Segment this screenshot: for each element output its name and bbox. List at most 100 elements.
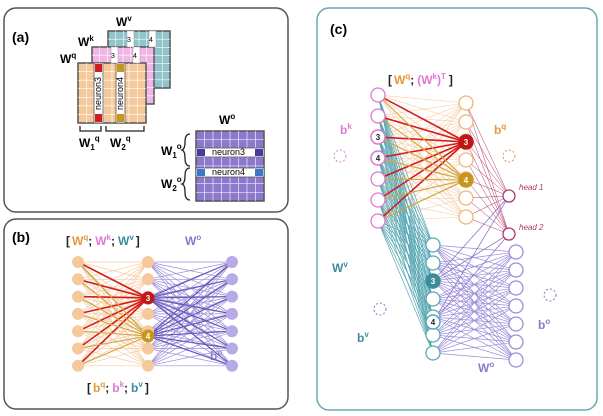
edge-value — [377, 115, 434, 282]
edge-query-neuron4 — [77, 335, 149, 350]
edge-value — [377, 178, 434, 318]
edge-neuron3-output — [147, 278, 233, 299]
edge-value — [377, 136, 434, 300]
wv-small4: 4 — [149, 37, 153, 44]
edge-head-query — [465, 102, 510, 197]
input-node — [72, 256, 84, 268]
w1q-label: W1q — [79, 134, 100, 152]
output-node — [508, 316, 524, 332]
edge-neuron4-output — [147, 278, 233, 337]
neuron4-gold-top — [117, 64, 124, 72]
hidden-node — [142, 273, 154, 286]
panel-b-label: (b) — [12, 229, 30, 245]
wo-matrix — [195, 130, 265, 202]
neuron4-label: neuron4 — [115, 77, 125, 110]
wk-col4 — [132, 46, 141, 64]
value-neuron4 — [425, 314, 441, 330]
edge-value — [377, 178, 434, 264]
output-node — [226, 256, 238, 268]
edge-value — [377, 178, 434, 246]
w1q-brace — [79, 126, 102, 132]
edge-value — [377, 220, 434, 336]
output-node — [226, 307, 238, 320]
neuron4-number: 4 — [146, 332, 151, 341]
wk-small4: 4 — [133, 53, 137, 60]
head2-label: head 2 — [519, 223, 544, 232]
edge-value — [377, 157, 434, 300]
value-neuron3-number: 3 — [431, 277, 436, 286]
w2o-label: W2o — [161, 175, 182, 193]
panel-c-bo: bo — [538, 317, 550, 332]
panel-c-label: (c) — [330, 21, 347, 37]
edge-hidden-output — [147, 261, 233, 367]
panel-a-label: (a) — [12, 29, 29, 45]
edge-query-neuron4 — [77, 278, 149, 337]
neuron4-gold-bottom — [117, 114, 124, 122]
edge-value — [377, 178, 434, 354]
edge-value — [377, 157, 434, 336]
neuron3-number: 3 — [146, 294, 151, 303]
edge-neuron4-output — [147, 296, 233, 337]
input-node — [72, 359, 84, 372]
value-node — [425, 237, 441, 253]
edge-query-neuron3 — [77, 295, 149, 299]
edge-key-query — [377, 94, 467, 199]
edge-value — [377, 115, 434, 336]
query-neuron4-number: 4 — [464, 176, 469, 185]
edge-value — [377, 157, 434, 318]
edge-neuron4 — [377, 136, 467, 181]
panel-b-bo: bo — [210, 348, 222, 363]
neuron3-node — [141, 291, 155, 305]
edge-query-neuron3 — [77, 297, 149, 332]
output-node — [508, 262, 524, 278]
edge-neuron4-output — [147, 335, 233, 350]
edge-neuron4-output — [147, 261, 233, 337]
neuron4-column — [115, 62, 126, 124]
edge-value — [377, 199, 434, 336]
hidden-node — [142, 359, 154, 372]
edge-query-neuron4 — [77, 313, 149, 337]
value-neuron4-number: 4 — [431, 318, 436, 327]
query-node — [458, 190, 474, 206]
key-node — [370, 87, 386, 103]
bias-node — [502, 149, 516, 163]
edge-neuron4 — [377, 178, 467, 181]
edge-value — [377, 136, 434, 264]
edge-value — [377, 220, 434, 354]
edge-value — [377, 94, 434, 246]
edge-output — [432, 269, 517, 354]
edge-neuron3-output — [147, 297, 233, 332]
value-node — [425, 291, 441, 307]
edge-value — [377, 157, 434, 246]
edge-output — [432, 251, 517, 354]
edge-query-neuron3 — [77, 297, 149, 315]
query-neuron3-number: 3 — [464, 138, 469, 147]
head-node — [502, 189, 516, 203]
panel-b-bias-formula: [bq;bk;bv] — [87, 380, 149, 395]
w1o-label: W1o — [161, 142, 182, 160]
input-node — [72, 290, 84, 303]
edge-value — [377, 199, 434, 318]
hidden-node — [142, 256, 154, 268]
edge-value — [377, 178, 434, 336]
edge-output — [432, 251, 517, 264]
value-node — [425, 255, 441, 271]
input-node — [72, 273, 84, 286]
edge-input-hidden — [77, 348, 149, 367]
output-node — [226, 342, 238, 355]
edge-neuron4 — [377, 179, 467, 201]
neuron3-red-bottom — [95, 114, 102, 122]
edge-hidden-output — [147, 313, 233, 367]
edge-value — [377, 136, 434, 336]
edge-neuron4 — [377, 115, 467, 181]
edge-value — [377, 199, 434, 246]
key-neuron4-number: 4 — [376, 154, 381, 163]
output-node — [508, 352, 524, 368]
panel-c-bq: bq — [494, 122, 506, 137]
output-node — [508, 298, 524, 314]
edge-key-query — [377, 115, 467, 199]
edge-key-query — [377, 178, 467, 199]
query-neuron3 — [458, 134, 474, 150]
panel-c-wv: Wv — [332, 260, 348, 275]
panel-b-wo: Wo — [185, 233, 201, 248]
